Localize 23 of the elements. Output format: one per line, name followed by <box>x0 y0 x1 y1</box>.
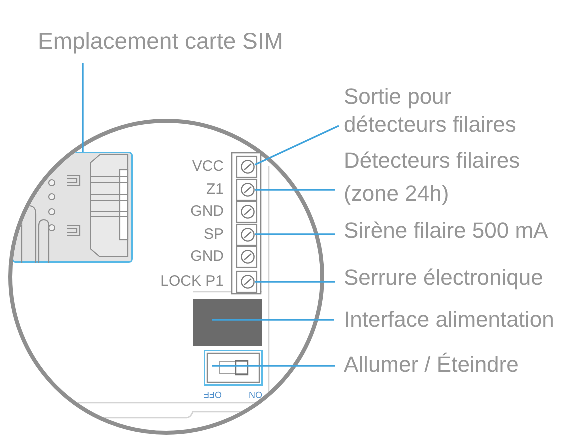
leader-line <box>255 281 335 283</box>
callout-text: Sortie pour détecteurs filaires <box>339 83 534 139</box>
pin-label: Z1 <box>206 181 224 199</box>
pin-label: LOCK P1 <box>160 273 224 291</box>
slide-switch <box>204 350 263 386</box>
pin-label: GND <box>190 203 224 221</box>
callout-text: Serrure électronique <box>335 264 544 292</box>
callout-text: Détecteurs filaires (zone 24h) <box>335 144 539 210</box>
switch-label: ON <box>249 390 262 400</box>
callout-text: Emplacement carte SIM <box>38 27 284 63</box>
pin-label: GND <box>190 248 224 266</box>
leader-line <box>82 63 84 152</box>
callout-text: Interface alimentation <box>334 306 554 334</box>
leader-line <box>212 365 335 367</box>
leader-line <box>255 234 335 236</box>
switch-label: OFF <box>204 390 222 400</box>
connector-block <box>193 299 262 346</box>
leader-line <box>254 125 340 166</box>
pin-label: SP <box>204 226 224 244</box>
callout-text: Allumer / Éteindre <box>335 351 519 379</box>
pin-label: VCC <box>192 158 224 176</box>
leader-line <box>255 189 335 191</box>
callout-text: Sirène filaire 500 mA <box>335 217 548 245</box>
